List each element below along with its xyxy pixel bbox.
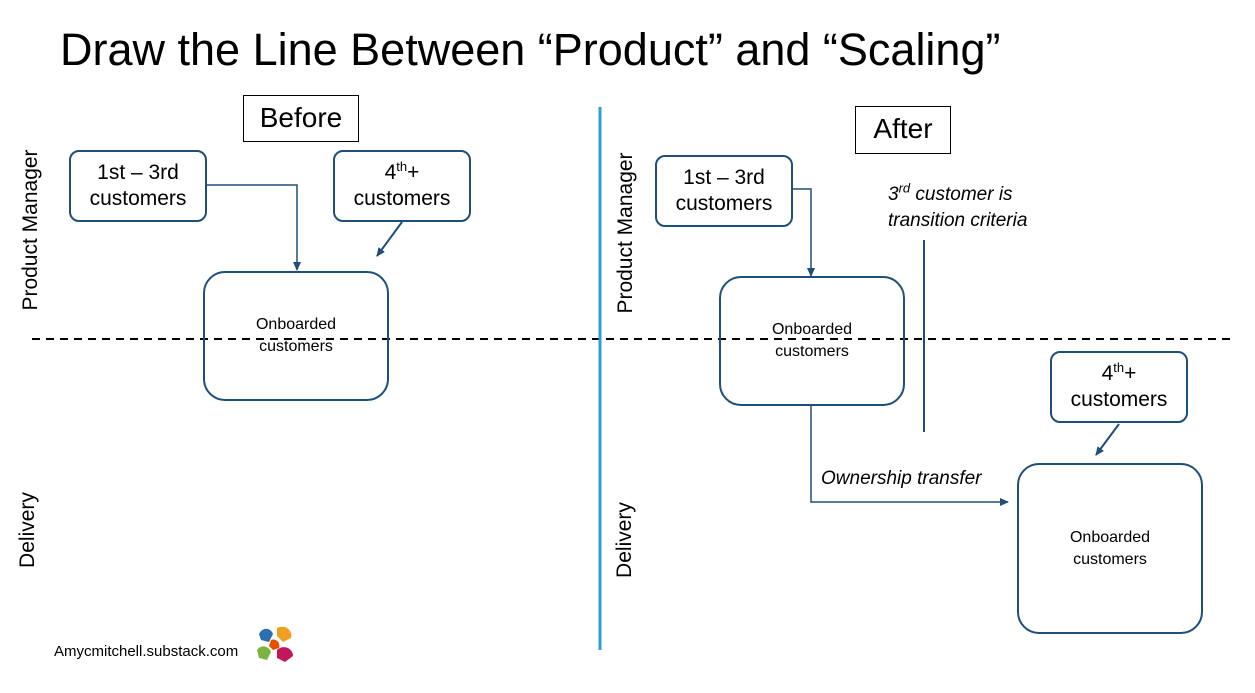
first-customers-line2: customers <box>675 192 773 215</box>
transition-criteria-note: 3rd customer is transition criteria <box>888 180 1028 231</box>
later-customers-line2: customers <box>353 187 451 210</box>
before-later-arrow <box>376 221 403 257</box>
after-first-arrow <box>792 188 815 277</box>
footer-site-text: Amycmitchell.substack.com <box>54 643 239 660</box>
onboarded-line2: customers <box>775 343 849 360</box>
after-lane-product-manager: Product Manager <box>614 152 637 314</box>
after-onboarded-customers-pm-box: Onboarded customers <box>719 276 905 406</box>
first-customers-line1: 1st – 3rd <box>683 166 765 189</box>
first-customers-line2: customers <box>89 187 187 210</box>
later-customers-line2: customers <box>1070 388 1168 411</box>
onboarded-line1: Onboarded <box>255 316 337 333</box>
after-later-customers-box: 4th+ customers <box>1050 351 1188 423</box>
onboarded-line1: Onboarded <box>771 321 853 338</box>
ownership-transfer-label: Ownership transfer <box>821 468 982 489</box>
onboarded-line1: Onboarded <box>1069 528 1151 546</box>
onboarded-line2: customers <box>1073 550 1147 568</box>
before-label: Before <box>243 95 359 142</box>
hands-logo-icon <box>255 624 297 666</box>
ownership-transfer-arrow <box>810 406 1009 506</box>
after-onboarded-customers-delivery-box: Onboarded customers <box>1017 463 1203 634</box>
before-later-customers-box: 4th+ customers <box>333 150 471 222</box>
later-customers-line1: 4th+ <box>1101 360 1137 385</box>
onboarded-line2: customers <box>259 338 333 355</box>
later-customers-line1: 4th+ <box>384 159 420 184</box>
before-first-customers-box: 1st – 3rd customers <box>69 150 207 222</box>
page-title: Draw the Line Between “Product” and “Sca… <box>60 24 1001 75</box>
before-lane-delivery: Delivery <box>16 492 39 568</box>
before-lane-product-manager: Product Manager <box>19 149 42 311</box>
after-label: After <box>855 106 951 154</box>
before-onboarded-customers-box: Onboarded customers <box>203 271 389 401</box>
before-first-arrow <box>206 184 301 271</box>
first-customers-line1: 1st – 3rd <box>97 161 179 184</box>
after-later-arrow <box>1095 423 1120 456</box>
after-lane-delivery: Delivery <box>613 502 636 578</box>
after-first-customers-box: 1st – 3rd customers <box>655 155 793 227</box>
